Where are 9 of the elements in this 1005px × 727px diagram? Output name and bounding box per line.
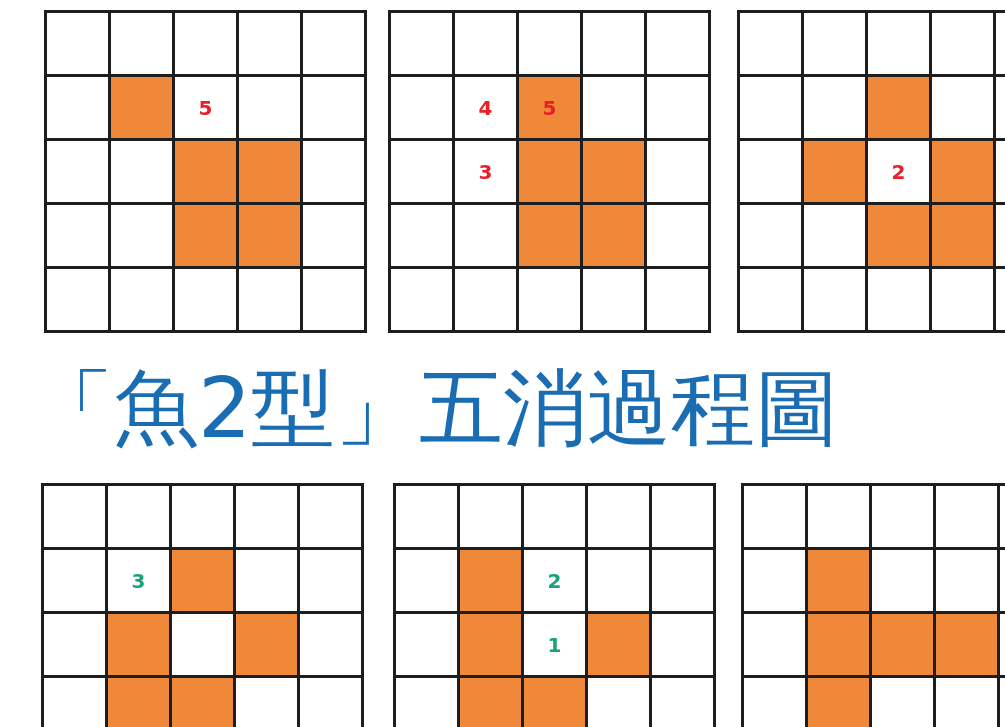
step-number: 2: [891, 159, 906, 184]
step-number: 3: [131, 568, 146, 593]
step-number: 5: [198, 95, 213, 120]
title: 「魚2型」五消過程圖: [30, 358, 840, 459]
step-number: 3: [478, 159, 493, 184]
step-number: 4: [478, 95, 493, 120]
step-number: 2: [547, 568, 562, 593]
step-number: 1: [547, 632, 562, 657]
step-number: 5: [542, 95, 557, 120]
